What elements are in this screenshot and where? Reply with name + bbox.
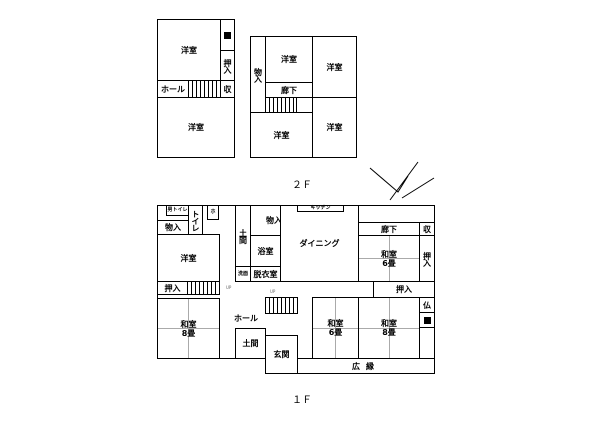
room-1f-japanese-6-top: 和室 6畳 (358, 235, 420, 282)
room-1f-earthen-floor-vertical: 土間 (235, 205, 251, 267)
room-1f-hall: ホール (234, 314, 258, 323)
up-label-2: UP (270, 289, 276, 294)
floor-label-1f: １Ｆ (292, 395, 312, 406)
room-1f-closet-left: 押入 (157, 281, 188, 295)
stairs-2f-b (265, 97, 297, 113)
room-2f-storage: 収 (220, 80, 235, 98)
room-1f-washroom: 洗面 (235, 266, 251, 282)
room-2f-shelf (220, 19, 235, 51)
up-label-1: UP (226, 285, 232, 290)
shelf-icon (224, 31, 231, 39)
room-2f-western-b: 洋室 (157, 97, 235, 158)
room-1f-japanese-6-middle: 和室 6畳 (312, 297, 359, 359)
room-2f-storage-room: 物入 (250, 36, 266, 113)
stairs-1f-a (187, 281, 220, 295)
room-1f-corridor: 廊下 (358, 222, 420, 236)
stairs-1f-b (265, 297, 298, 314)
room-1f-shelf: 棚 (419, 312, 435, 328)
room-2f-western-f: 洋室 (312, 97, 357, 158)
room-1f-closet-right-vertical: 押入 (419, 235, 435, 282)
room-1f-bathroom: 浴室 (250, 235, 281, 267)
room-1f-veranda: 広縁 (297, 358, 435, 374)
room-1f-japanese-8-left: 和室 8畳 (157, 298, 220, 359)
stairs-2f-a (188, 80, 221, 98)
room-1f-toilet: トイレ (188, 205, 203, 235)
room-1f-japanese-8-right: 和室 8畳 (358, 297, 420, 359)
room-1f-entrance: 玄関 (265, 335, 298, 374)
room-1f-storage-right: 収 (419, 222, 435, 236)
room-1f-small: ホ (207, 205, 219, 220)
shelf-icon: 棚 (423, 316, 431, 324)
room-1f-kitchen: キッチン (297, 205, 344, 212)
room-1f-western: 洋室 (157, 234, 220, 282)
room-2f-western-c: 洋室 (265, 36, 313, 83)
room-2f-western-d: 洋室 (312, 36, 357, 98)
room-2f-corridor: 廊下 (265, 82, 313, 98)
room-1f-dining: ダイニング (280, 205, 359, 282)
room-1f-dressing-room: 脱衣室 (250, 266, 281, 282)
room-2f-hall: ホール (157, 80, 189, 98)
room-2f-western-a: 洋室 (157, 19, 221, 81)
compass-icon (369, 161, 435, 201)
room-2f-closet: 押入 (220, 50, 235, 81)
room-2f-western-e: 洋室 (250, 112, 313, 158)
room-1f-earthen-floor: 土間 (235, 328, 266, 359)
room-1f-altar: 仏 (419, 297, 435, 313)
room-1f-storage-left: 物入 (157, 220, 189, 235)
room-1f-mens-toilet: 男トイレ (166, 205, 189, 216)
floor-label-2f: ２Ｆ (292, 180, 312, 191)
room-1f-closet-right: 押入 (373, 281, 435, 298)
